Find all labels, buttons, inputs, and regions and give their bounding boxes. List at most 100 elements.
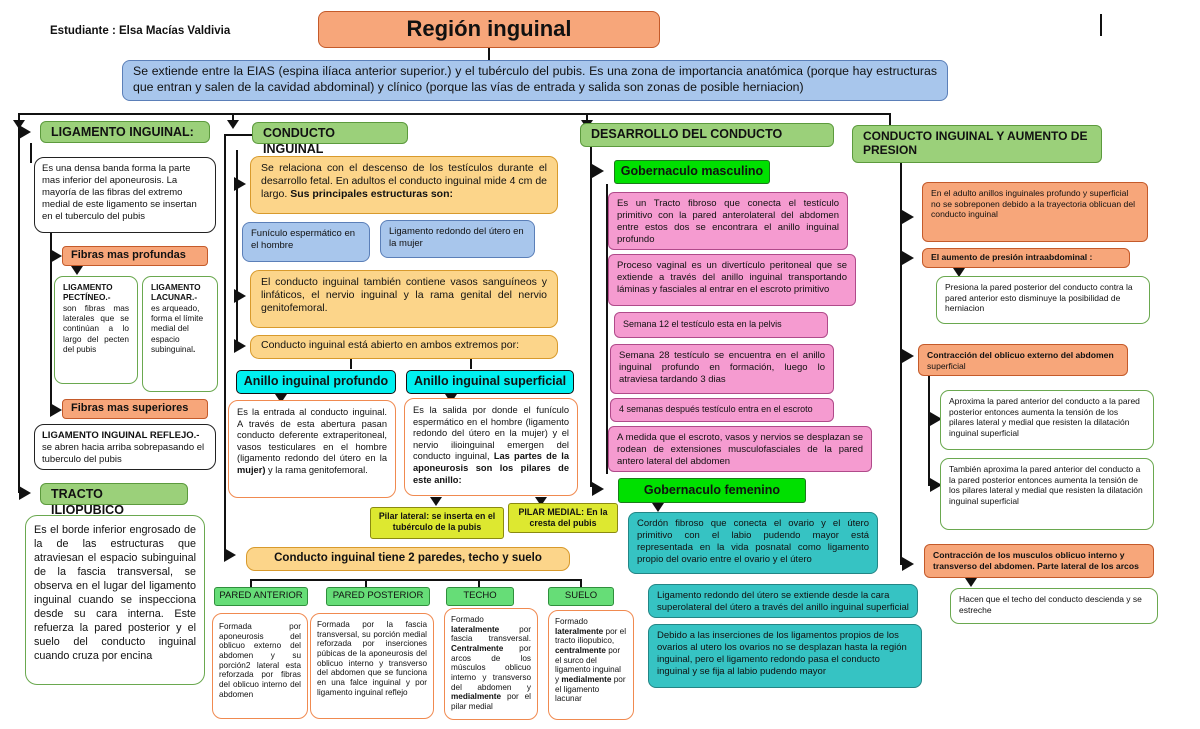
- arrow-right-lig: [19, 125, 31, 139]
- suelo-f: medialmente: [561, 675, 612, 685]
- fibras-connector: [50, 233, 52, 411]
- arrow-conducto: [227, 120, 239, 129]
- pared-post-conn: [365, 579, 367, 587]
- arrow-o4: [902, 557, 914, 571]
- gob-masc-p5: 4 semanas después testículo entra en el …: [610, 398, 834, 422]
- lacunar-title: LIGAMENTO LACUNAR.-: [151, 282, 201, 303]
- main-connector: [18, 113, 890, 115]
- presion-g2: Aproxima la pared anterior del conducto …: [940, 390, 1154, 450]
- gob-masc-p4: Semana 28 testículo se encuentra en el a…: [610, 344, 834, 394]
- conducto-desc: Se relaciona con el descenso de los test…: [250, 156, 558, 214]
- arrow-pilar-lat: [430, 497, 442, 506]
- arrow-g1: [953, 268, 965, 277]
- suelo-text: Formado lateralmente por el tracto iliop…: [548, 610, 634, 720]
- conducto-connector-2: [236, 150, 238, 345]
- presion-o2: El aumento de presión intraabdominal :: [922, 248, 1130, 268]
- anillo-superficial-text: Es la salida por donde el funículo esper…: [404, 398, 578, 496]
- presion-g3: También aproxima la pared anterior del c…: [940, 458, 1154, 530]
- ligamento-inguinal-title: LIGAMENTO INGUINAL: [51, 125, 190, 139]
- ligamento-lacunar: LIGAMENTO LACUNAR.- es arqueado, forma e…: [142, 276, 218, 392]
- arrow-pectineo: [71, 266, 83, 275]
- anillo-connector: [350, 359, 352, 369]
- ligamento-desc: Es una densa banda forma la parte mas in…: [34, 157, 216, 233]
- arrow-pilar-med: [535, 497, 547, 506]
- presion-connector: [900, 163, 902, 565]
- lacunar-end: .: [192, 344, 196, 355]
- desarrollo-connector: [590, 147, 592, 487]
- ligamento-inguinal-header: LIGAMENTO INGUINAL:: [40, 121, 210, 143]
- presion-o4: Contracción de los musculos oblicuo inte…: [924, 544, 1154, 578]
- pared-ant-conn: [250, 579, 252, 587]
- techo-conn: [478, 579, 480, 587]
- reflejo-title: LIGAMENTO INGUINAL REFLEJO.-: [42, 430, 200, 441]
- title-connector: [488, 48, 490, 60]
- intro-box: Se extiende entre la EIAS (espina ilíaca…: [122, 60, 948, 101]
- gobernaculo-femenino-head: Gobernaculo femenino: [618, 478, 806, 503]
- lacunar-text: es arqueado, forma el límite medial del …: [151, 302, 204, 355]
- presion-o1: En el adulto anillos inguinales profundo…: [922, 182, 1148, 242]
- techo-b: lateralmente: [451, 624, 500, 634]
- arrow-gob-masc: [592, 164, 604, 178]
- arrow-fibras-prof: [50, 249, 62, 263]
- presion-g4: Hacen que el techo del conducto desciend…: [950, 588, 1158, 624]
- pectineo-title: LIGAMENTO PECTÍNEO.-: [63, 282, 113, 303]
- arrow-o1: [902, 210, 914, 224]
- pilar-lateral: Pilar lateral: se inserta en el tubércul…: [370, 507, 504, 539]
- pared-posterior-text: Formada por la fascia transversal, su po…: [310, 613, 434, 719]
- techo-head: TECHO: [446, 587, 514, 606]
- suelo-head: SUELO: [548, 587, 614, 606]
- arrow-tracto: [19, 486, 31, 500]
- conducto-connector-top: [224, 134, 252, 136]
- anillo-profundo-head: Anillo inguinal profundo: [236, 370, 396, 394]
- conducto-desc-bold: Sus principales estructuras son:: [290, 188, 453, 201]
- sup-text-b: Las partes de la aponeurosis son los pil…: [413, 451, 569, 485]
- gob-fem-f3: Debido a las inserciones de los ligament…: [648, 624, 922, 688]
- arrow-lig: [13, 120, 25, 129]
- techo-f: medialmente: [451, 692, 502, 702]
- presion-o3-rest: superficial: [927, 360, 966, 371]
- ligamento-redondo: Ligamento redondo del útero en la mujer: [380, 220, 535, 258]
- suelo-e: por el surco del ligamento inguinal y: [555, 646, 621, 685]
- gob-fem-f2: Ligamento redondo del útero se extiende …: [648, 584, 918, 618]
- prof-text-c: y la rama genitofemoral.: [268, 465, 368, 476]
- suelo-b: lateralmente: [555, 626, 604, 636]
- gob-masc-p2: Proceso vaginal es un divertículo perito…: [608, 254, 856, 306]
- pilar-medial: PILAR MEDIAL: En la cresta del pubis: [508, 503, 618, 533]
- conducto-vasos: El conducto inguinal también contiene va…: [250, 270, 558, 328]
- techo-text: Formado lateralmente por fascia transver…: [444, 608, 538, 720]
- fibras-profundas-head: Fibras mas profundas: [62, 246, 208, 266]
- presion-o3: Contracción del oblicuo externo del abdo…: [918, 344, 1128, 376]
- lig-connector: [30, 143, 32, 163]
- prof-text-b: mujer): [237, 465, 266, 476]
- desarrollo-header: DESARROLLO DEL CONDUCTO: [580, 123, 834, 147]
- gob-masc-connector: [606, 184, 608, 474]
- ligamento-pectineo: LIGAMENTO PECTÍNEO.- son fibras mas late…: [54, 276, 138, 384]
- arrow-vasos: [234, 289, 246, 303]
- connector-conducto: [232, 113, 234, 123]
- techo-g: por el pilar medial: [451, 692, 532, 712]
- o3-connector: [928, 376, 930, 486]
- pared-anterior-text: Formada por aponeurosis del oblicuo exte…: [212, 613, 308, 719]
- gob-masc-p3: Semana 12 el testículo esta en la pelvis: [614, 312, 828, 338]
- gobernaculo-masculino-head: Gobernaculo masculino: [614, 160, 770, 184]
- suelo-g: por el ligamento lacunar: [555, 675, 626, 704]
- sup-text-a: Es la salida por donde el funículo esper…: [413, 405, 569, 462]
- conducto-inguinal-header: CONDUCTO INGUINAL: [252, 122, 408, 156]
- paredes-connector: [250, 579, 580, 581]
- anillo-superficial-head: Anillo inguinal superficial: [406, 370, 574, 394]
- arrow-g4: [965, 578, 977, 587]
- arrow-o2: [902, 251, 914, 265]
- funiculo-espermatico: Funículo espermático en el hombre: [242, 222, 370, 262]
- presion-header: CONDUCTO INGUINAL Y AUMENTO DE PRESION: [852, 125, 1102, 163]
- techo-e: por arcos de los músculos oblicuo intern…: [451, 644, 531, 692]
- page-title: Región inguinal: [318, 11, 660, 48]
- student-name: Estudiante : Elsa Macías Valdivia: [50, 25, 231, 37]
- techo-d: Centralmente: [451, 644, 504, 654]
- connector-presion: [889, 113, 891, 133]
- presion-g1: Presiona la pared posterior del conducto…: [936, 276, 1150, 324]
- arrow-gob-fem: [592, 482, 604, 496]
- tracto-iliopubico-header: TRACTO ILIOPUBICO: [40, 483, 188, 517]
- suelo-c: por el tracto iliopubico,: [555, 626, 627, 646]
- pectineo-text: son fibras mas laterales que se continúa…: [63, 302, 129, 355]
- suelo-conn: [580, 579, 582, 587]
